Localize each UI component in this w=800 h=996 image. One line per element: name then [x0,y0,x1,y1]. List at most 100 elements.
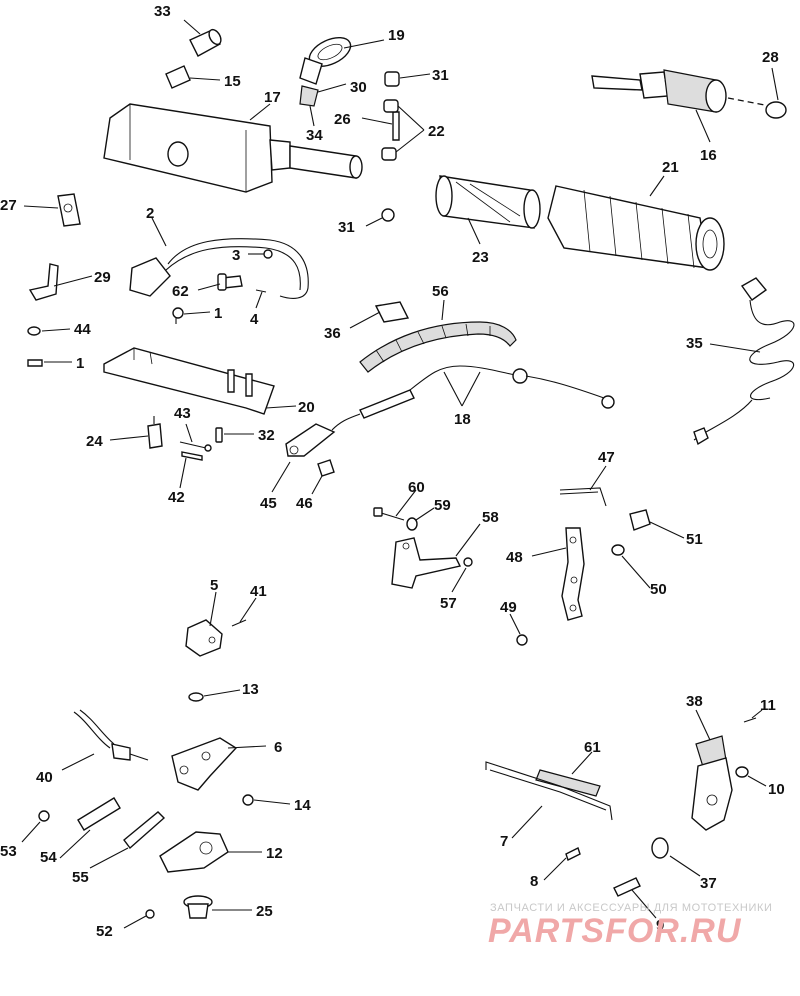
part-36-clip [374,301,410,323]
callout-37: 37 [700,875,717,892]
callout-24: 24 [86,433,103,450]
part-50-washer [611,544,625,556]
callout-49: 49 [500,599,517,616]
callout-4: 4 [250,311,259,328]
part-13-washer [188,692,204,702]
part-2-stop-switch [129,238,309,299]
callout-62: 62 [172,283,189,300]
part-47-rod [559,487,607,507]
part-17-tiller-housing [103,103,363,193]
callout-53: 53 [0,843,17,860]
callout-29: 29 [94,269,111,286]
part-31-nut [384,71,400,87]
part-21-grip [547,185,725,271]
part-23-grip-core [435,175,541,229]
part-37-bushing [651,837,669,859]
part-19-cam-lever [299,36,352,107]
callout-17: 17 [264,89,281,106]
callout-31: 31 [432,67,449,84]
callout-16: 16 [700,147,717,164]
callout-10: 10 [768,781,785,798]
part-12-carrier [159,831,229,873]
callout-57: 57 [440,595,457,612]
part-55-link [123,811,166,850]
part-29-clip [28,263,59,301]
part-54-link [77,797,121,831]
part-6-carrier [171,737,238,791]
callout-9: 9 [656,917,664,934]
callout-32: 32 [258,427,275,444]
part-22-bushings [381,99,399,161]
callout-35: 35 [686,335,703,352]
part-44-washer [27,326,41,336]
callout-28: 28 [762,49,779,66]
part-18-throttle-cable [331,365,615,431]
callout-38: 38 [686,693,703,710]
callout-34: 34 [306,127,323,144]
callout-14: 14 [294,797,311,814]
part-7-shift-rod [485,761,613,821]
part-4-wire [255,289,267,293]
part-52-nut [145,909,155,919]
part-35-lanyard [693,277,795,446]
callout-55: 55 [72,869,89,886]
callout-18: 18 [454,411,471,428]
callout-33: 33 [154,3,171,20]
part-57-nut [463,557,473,567]
watermark-caption: ЗАПЧАСТИ И АКСЕССУАРЫ ДЛЯ МОТОТЕХНИКИ [490,902,773,914]
part-62-screw [217,273,243,291]
part-59-washer [406,517,418,531]
callout-56: 56 [432,283,449,300]
part-24-screw [147,416,163,449]
part-49-washer [516,634,528,646]
part-56-sleeve [359,321,517,373]
callout-31b: 31 [338,219,355,236]
callout-41: 41 [250,583,267,600]
callout-47: 47 [598,449,615,466]
callout-61: 61 [584,739,601,756]
leader-lines [21,19,779,929]
callout-5: 5 [210,577,218,594]
callout-30: 30 [350,79,367,96]
part-26-pin [392,111,400,141]
part-27-bracket [57,193,81,227]
part-53-screw [38,810,50,822]
callout-1: 1 [214,305,222,322]
callout-43: 43 [174,405,191,422]
callout-59: 59 [434,497,451,514]
part-20-plate [103,347,275,415]
part-46-screw [317,459,335,477]
part-1-screw-2 [27,359,43,367]
callout-27: 27 [0,197,17,214]
callout-12: 12 [266,845,283,862]
part-61-spring [535,769,601,797]
callout-60: 60 [408,479,425,496]
part-31-nut-2 [381,208,395,222]
callout-50: 50 [650,581,667,598]
callout-48: 48 [506,549,523,566]
part-16-throttle-shaft [591,69,771,113]
part-3-terminal [263,249,273,259]
part-41-spring-pin [231,619,247,627]
callout-25: 25 [256,903,273,920]
part-9-pin [613,877,641,897]
part-1-screw [172,307,184,324]
callout-13: 13 [242,681,259,698]
callout-19: 19 [388,27,405,44]
part-15-sleeve [165,65,191,89]
part-32-screw [215,427,223,443]
callout-36: 36 [324,325,341,342]
part-48-lever [561,527,585,621]
part-33-pin [189,28,222,57]
part-38-shift-handle [691,735,733,831]
part-43-pin [179,441,212,452]
part-8-pin [565,847,581,861]
callout-26: 26 [334,111,351,128]
callout-20: 20 [298,399,315,416]
part-58-bracket [391,537,462,589]
callout-3: 3 [232,247,240,264]
part-10-washer [735,766,749,778]
callout-11: 11 [760,697,776,714]
